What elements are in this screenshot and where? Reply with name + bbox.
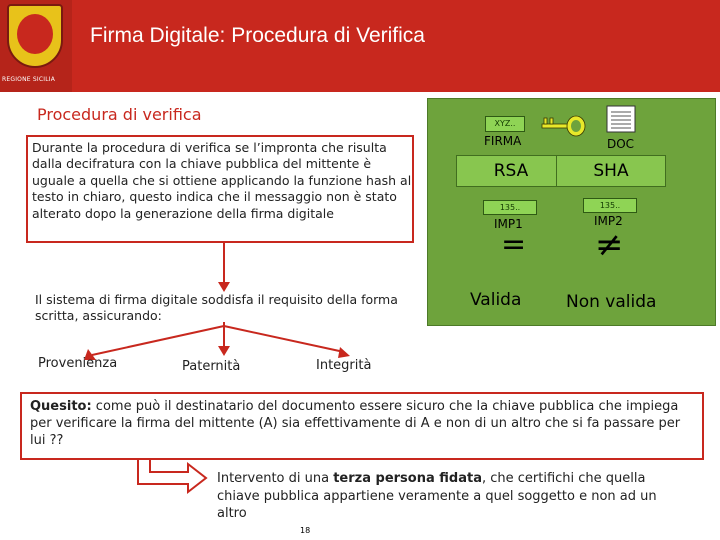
logo-text: REGIONE SICILIA <box>2 76 56 83</box>
sha-box: SHA <box>556 155 666 187</box>
trinacria-emblem-icon <box>7 4 63 68</box>
description-box <box>26 135 414 243</box>
verification-panel <box>427 98 716 326</box>
description-text: Durante la procedura di verifica se l’im… <box>32 140 412 221</box>
page-number: 18 <box>300 526 311 535</box>
region-logo: REGIONE SICILIA <box>0 0 72 92</box>
trusted-third-party-text: Intervento di una terza persona fidata, … <box>217 471 657 521</box>
question-box <box>20 392 704 460</box>
property-provenienza: Provenienza <box>38 356 118 371</box>
document-icon <box>606 105 636 133</box>
valid-result: Valida <box>470 290 522 310</box>
equal-symbol: = <box>501 227 527 262</box>
firma-label: FIRMA <box>484 134 522 148</box>
rsa-box: RSA <box>456 155 566 187</box>
invalid-result: Non valida <box>566 292 657 312</box>
doc-label: DOC <box>607 137 635 151</box>
firma-tag: XYZ.. <box>485 116 525 132</box>
imp1-label: IMP1 <box>494 217 523 231</box>
page-title: Firma Digitale: Procedura di Verifica <box>90 24 425 47</box>
trusted-third-party-highlight: terza persona fidata <box>333 471 482 486</box>
requirement-text: Il sistema di firma digitale soddisfa il… <box>35 292 398 324</box>
question-label: Quesito: <box>30 399 92 414</box>
question-body: come può il destinatario del documento e… <box>30 399 681 448</box>
property-integrita: Integrità <box>316 358 372 373</box>
question-text: Quesito: come può il destinatario del do… <box>30 398 698 449</box>
imp2-tag: 135.. <box>583 198 637 213</box>
imp2-label: IMP2 <box>594 214 623 228</box>
key-icon <box>541 115 586 137</box>
not-equal-symbol: ≠ <box>595 225 624 265</box>
section-title: Procedura di verifica <box>37 105 202 124</box>
imp1-tag: 135.. <box>483 200 537 215</box>
property-paternita: Paternità <box>182 359 241 374</box>
header-band <box>0 0 720 92</box>
